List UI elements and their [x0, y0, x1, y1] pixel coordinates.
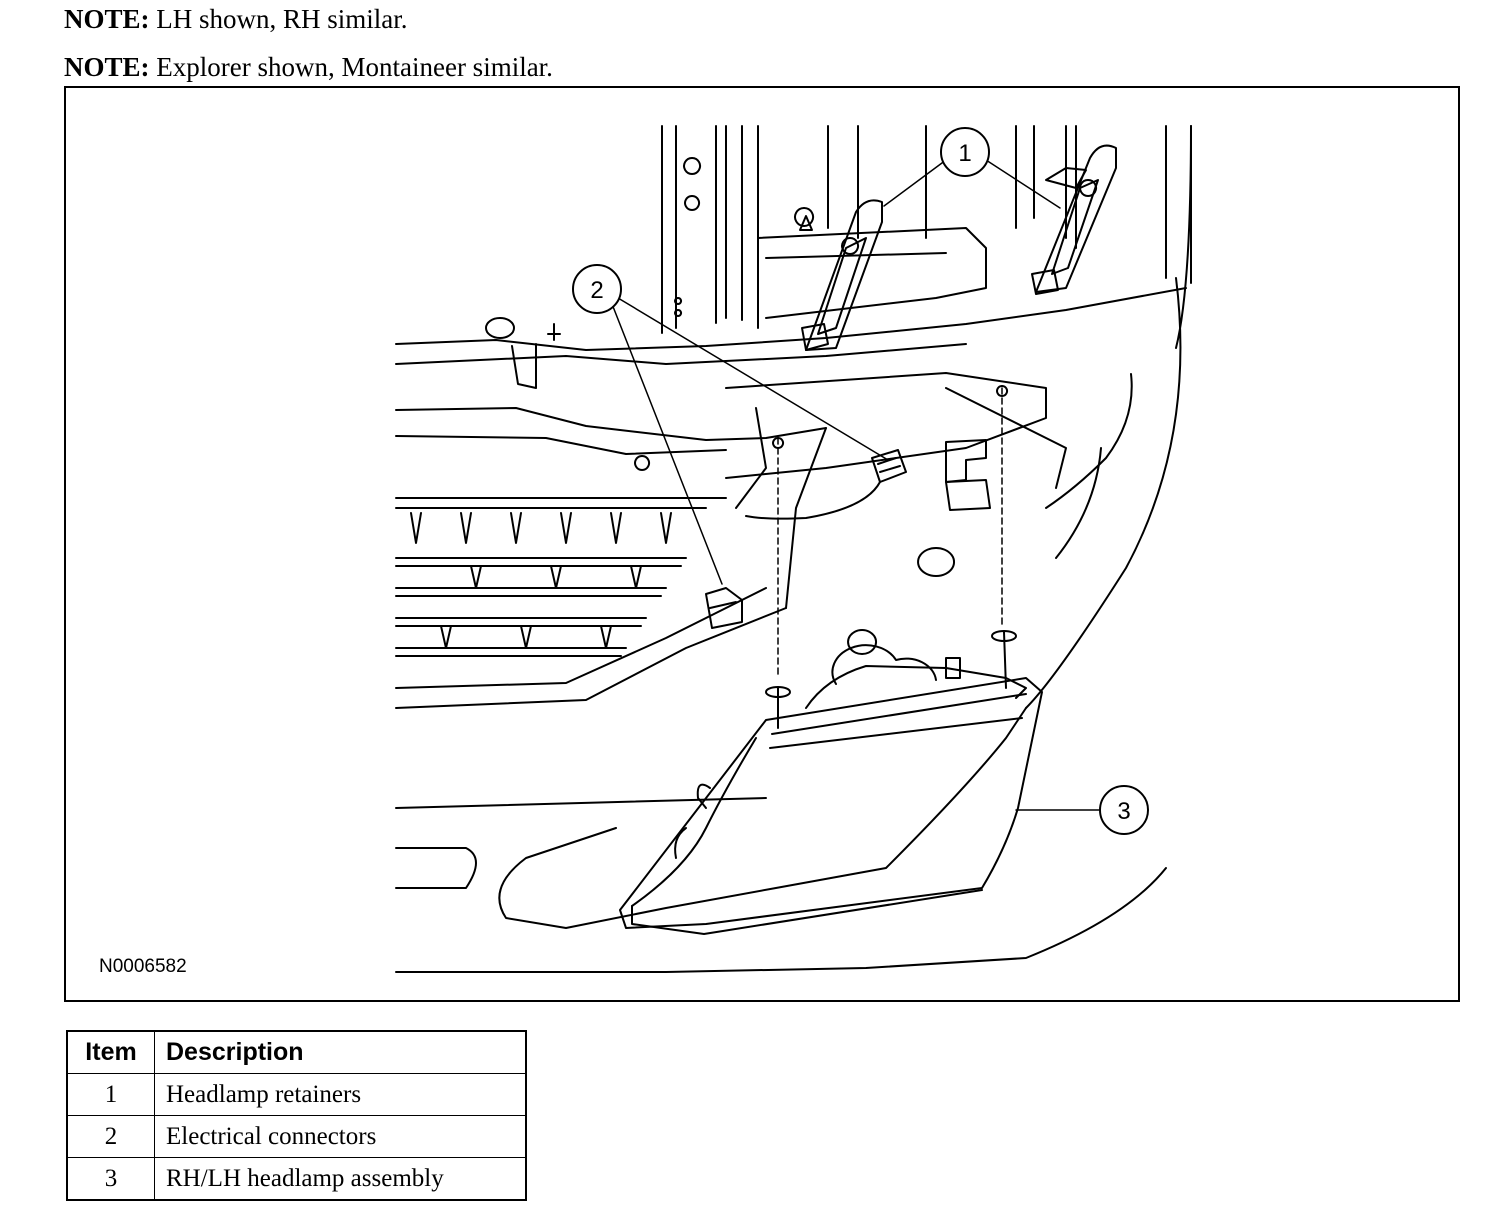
legend-header-description: Description: [154, 1030, 527, 1074]
headlamp-retainer-left: [801, 199, 883, 351]
callout-3: 3: [1099, 785, 1149, 835]
leader-lines: [611, 159, 1103, 811]
legend-item-description: Electrical connectors: [154, 1115, 527, 1158]
note-label: NOTE:: [64, 52, 150, 82]
figure-id: N0006582: [99, 956, 187, 977]
note-text: LH shown, RH similar.: [156, 4, 408, 34]
note-text: Explorer shown, Montaineer similar.: [156, 52, 553, 82]
headlamp-diagram: 1 2 3: [395, 125, 1192, 973]
headlamp-assembly: [619, 629, 1043, 935]
grille: [395, 497, 787, 709]
figure-frame: 1 2 3 N0006582: [64, 86, 1460, 1002]
legend-header-item: Item: [66, 1030, 155, 1074]
bracket-clip: [945, 439, 991, 511]
legend-item-number: 1: [66, 1073, 155, 1116]
legend-item-description: RH/LH headlamp assembly: [154, 1157, 527, 1201]
table-row: 2 Electrical connectors: [66, 1115, 527, 1158]
headlamp-retainer-right: [1031, 144, 1117, 295]
note-label: NOTE:: [64, 4, 150, 34]
note-lh-rh: NOTE: LH shown, RH similar.: [64, 3, 408, 35]
table-row: 3 RH/LH headlamp assembly: [66, 1157, 527, 1201]
cross-member: [395, 287, 1187, 609]
electrical-connector-upper: [745, 449, 907, 520]
callout-2: 2: [572, 264, 622, 314]
stud-washers: [765, 385, 1017, 729]
electrical-connector-lower: [705, 587, 743, 629]
table-row: 1 Headlamp retainers: [66, 1073, 527, 1116]
legend-header-row: Item Description: [66, 1030, 527, 1074]
legend-item-description: Headlamp retainers: [154, 1073, 527, 1116]
mounting-studs: [777, 387, 1003, 679]
callout-1-label: 1: [958, 140, 971, 167]
fender-bumper: [395, 125, 1192, 973]
legend-item-number: 3: [66, 1157, 155, 1201]
legend-table: Item Description 1 Headlamp retainers 2 …: [66, 1030, 527, 1201]
note-model: NOTE: Explorer shown, Montaineer similar…: [64, 51, 553, 83]
legend-item-number: 2: [66, 1115, 155, 1158]
callout-2-label: 2: [590, 277, 603, 304]
callout-1: 1: [940, 127, 990, 177]
callout-3-label: 3: [1117, 798, 1130, 825]
